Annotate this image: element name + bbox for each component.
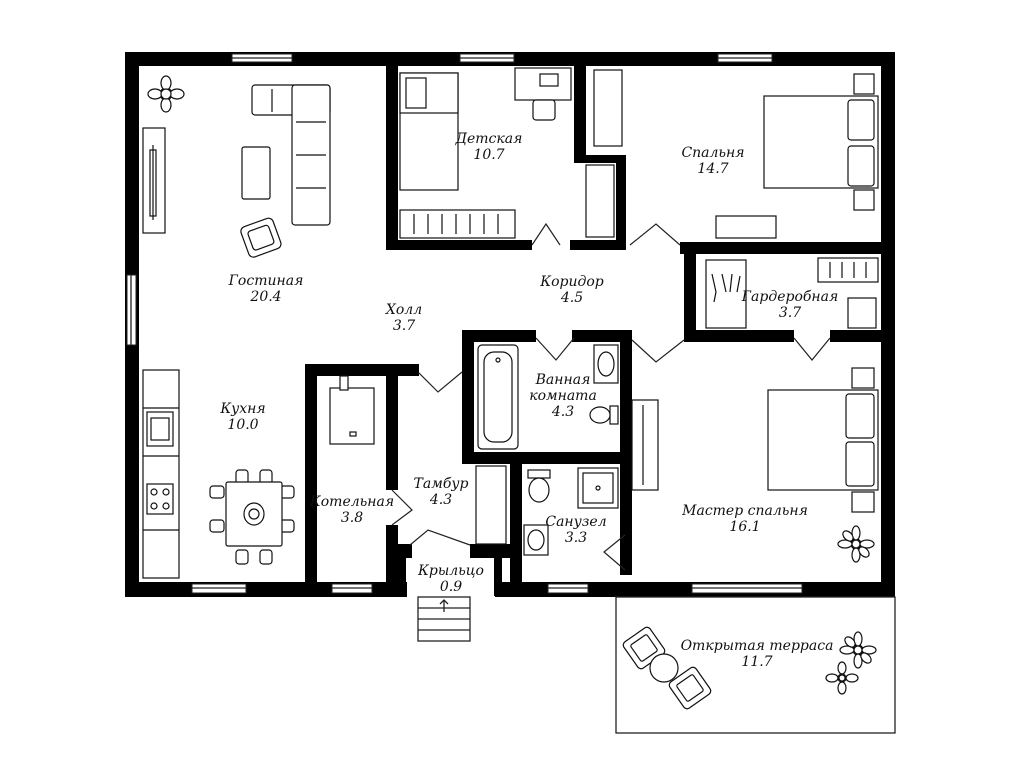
room-label-hall: Холл 3.7 (386, 302, 422, 334)
room-name: Детская (455, 131, 523, 147)
room-area: 4.3 (429, 492, 453, 508)
room-area: 3.8 (340, 510, 364, 526)
room-area: 20.4 (250, 289, 282, 305)
plant-icon (825, 661, 859, 695)
room-label-kids: Детская 10.7 (456, 131, 523, 163)
room-area: 3.7 (392, 318, 416, 334)
round-table-icon (649, 653, 679, 683)
toilet-icon (589, 405, 619, 425)
room-area: 10.7 (473, 147, 505, 163)
boiler-room-fixtures (329, 375, 507, 545)
room-label-kitchen: Кухня 10.0 (220, 401, 265, 433)
desk-icon (514, 67, 572, 121)
room-name: Спальня (681, 145, 745, 161)
room-name: Мастер спальня (682, 503, 808, 519)
living-room-furniture (142, 75, 331, 258)
room-area: 0.9 (439, 579, 463, 595)
bathroom-fixtures (477, 344, 619, 450)
room-label-corridor: Коридор 4.5 (540, 274, 604, 306)
wardrobe-room-furniture (705, 257, 879, 329)
dresser-icon (715, 215, 777, 239)
room-area: 4.3 (551, 404, 575, 420)
room-label-boiler: Котельная 3.8 (310, 494, 394, 526)
room-label-wardrobe: Гардеробная 3.7 (742, 289, 839, 321)
vestibule-cabinet-icon (475, 465, 507, 545)
room-label-living: Гостиная 20.4 (229, 273, 304, 305)
room-label-porch: Крыльцо 0.9 (418, 563, 484, 595)
room-label-vestibule: Тамбур 4.3 (414, 476, 469, 508)
sink-icon (523, 524, 549, 556)
room-name: Гардеробная (741, 289, 839, 305)
master-bedroom-furniture (631, 367, 879, 563)
room-area: 16.1 (729, 519, 761, 535)
terrace-furniture (622, 626, 877, 710)
tv-cabinet-icon (631, 399, 659, 491)
plant-icon (839, 631, 877, 669)
windows (126, 53, 803, 594)
room-name: Санузел (545, 514, 607, 530)
bedroom-closet-icon (593, 69, 623, 147)
room-label-master: Мастер спальня 16.1 (682, 503, 808, 535)
room-name: Ванная комната (529, 372, 597, 404)
kids-bed-icon (399, 72, 459, 191)
room-name: Тамбур (413, 476, 469, 492)
kitchen-counter-icon (142, 369, 180, 579)
interior-walls (305, 60, 890, 596)
room-name: Гостиная (228, 273, 304, 289)
room-area: 14.7 (697, 161, 729, 177)
room-label-wc: Санузел 3.3 (545, 514, 606, 546)
terrace-and-steps (417, 596, 896, 734)
master-bed-icon (767, 367, 879, 513)
entrance-steps-icon (417, 596, 471, 642)
room-label-terrace: Открытая терраса 11.7 (681, 638, 834, 670)
room-name: Кухня (220, 401, 266, 417)
shelf-icon (399, 209, 516, 239)
kitchen-sink-icon (146, 411, 174, 447)
room-label-bedroom: Спальня 14.7 (681, 145, 744, 177)
plant-icon (837, 525, 875, 563)
room-area: 4.5 (560, 290, 584, 306)
room-area: 11.7 (741, 654, 773, 670)
dining-table-icon (209, 469, 295, 565)
tv-stand-icon (142, 127, 166, 234)
bedroom-furniture (593, 69, 879, 239)
bathtub-icon (477, 344, 519, 450)
room-area: 3.3 (564, 530, 588, 546)
armchair-icon (240, 217, 282, 258)
kids-room-furniture (399, 67, 615, 239)
room-area: 3.7 (778, 305, 802, 321)
coffee-table-icon (241, 146, 271, 200)
kitchen-furniture (142, 369, 295, 579)
doors (391, 222, 831, 571)
plant-icon (147, 75, 185, 113)
room-name: Коридор (540, 274, 604, 290)
boiler-icon (329, 375, 375, 445)
room-name: Холл (385, 302, 423, 318)
toilet-icon (527, 469, 551, 503)
room-label-bathroom: Ванная комната 4.3 (529, 372, 597, 420)
lounge-chair-icon (668, 666, 712, 710)
room-name: Крыльцо (418, 563, 484, 579)
sink-icon (593, 344, 619, 384)
wc-fixtures (523, 467, 619, 556)
room-name: Открытая терраса (680, 638, 834, 654)
room-name: Котельная (309, 494, 395, 510)
sofa-icon (251, 84, 331, 226)
stove-icon (146, 483, 174, 515)
double-bed-icon (763, 73, 879, 211)
room-area: 10.0 (227, 417, 259, 433)
wardrobe-cabinet-icon (585, 164, 615, 238)
shower-icon (577, 467, 619, 509)
